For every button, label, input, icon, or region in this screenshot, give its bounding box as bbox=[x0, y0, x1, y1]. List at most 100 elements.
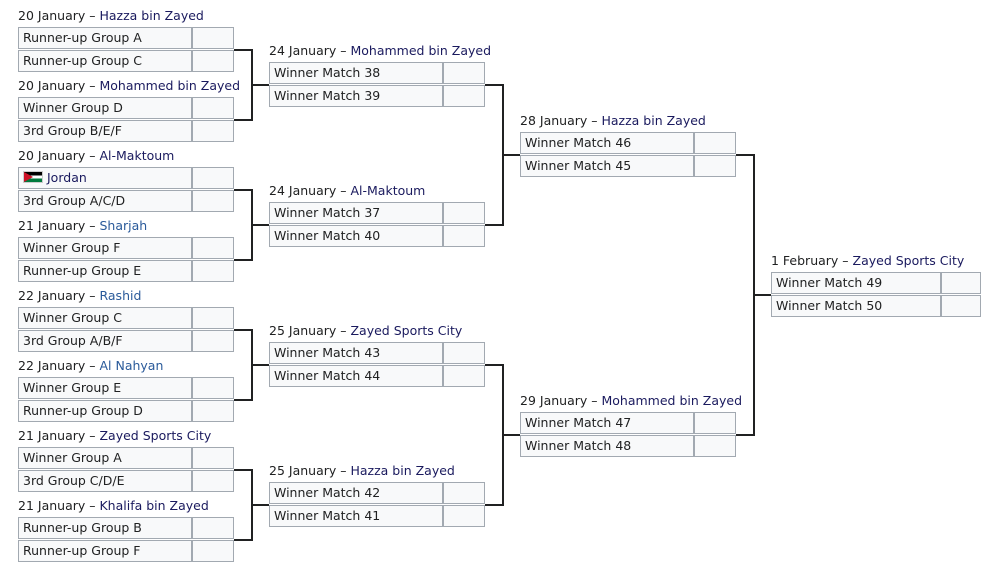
venue-link[interactable]: Zayed Sports City bbox=[99, 428, 212, 443]
venue-link[interactable]: Mohammed bin Zayed bbox=[601, 393, 742, 408]
match-header: 21 January – Zayed Sports City bbox=[18, 427, 211, 445]
connector-line bbox=[485, 363, 504, 366]
score-cell bbox=[192, 400, 234, 422]
team-name: Winner Match 44 bbox=[274, 368, 381, 383]
match-header: 29 January – Mohammed bin Zayed bbox=[520, 392, 742, 410]
team-slot: Runner-up Group C bbox=[18, 50, 192, 72]
score-cell bbox=[192, 447, 234, 469]
match-header: 20 January – Mohammed bin Zayed bbox=[18, 77, 240, 95]
score-cell bbox=[694, 155, 736, 177]
team-slot: Runner-up Group B bbox=[18, 517, 192, 539]
connector-line bbox=[234, 468, 253, 471]
score-cell bbox=[443, 85, 485, 107]
match-header: 1 February – Zayed Sports City bbox=[771, 252, 964, 270]
venue-link[interactable]: Khalifa bin Zayed bbox=[99, 498, 209, 513]
team-name: Winner Match 42 bbox=[274, 485, 381, 500]
connector-line bbox=[736, 433, 755, 436]
team-name: Winner Match 47 bbox=[525, 415, 632, 430]
team-slot: 3rd Group A/C/D bbox=[18, 190, 192, 212]
team-slot: Winner Match 41 bbox=[269, 505, 443, 527]
date-venue-separator: – bbox=[587, 113, 602, 128]
score-cell bbox=[443, 482, 485, 504]
team-name: 3rd Group A/B/F bbox=[23, 333, 123, 348]
match-header: 20 January – Hazza bin Zayed bbox=[18, 7, 204, 25]
match-header: 20 January – Al-Maktoum bbox=[18, 147, 174, 165]
team-name[interactable]: Jordan bbox=[47, 170, 87, 185]
score-cell bbox=[192, 237, 234, 259]
team-name: Runner-up Group D bbox=[23, 403, 143, 418]
connector-line bbox=[502, 433, 520, 436]
connector-line bbox=[234, 118, 253, 121]
venue-link[interactable]: Sharjah bbox=[99, 218, 148, 233]
team-name: Runner-up Group E bbox=[23, 263, 142, 278]
connector-line bbox=[251, 363, 269, 366]
score-cell bbox=[443, 225, 485, 247]
venue-link[interactable]: Zayed Sports City bbox=[852, 253, 965, 268]
score-cell bbox=[192, 120, 234, 142]
score-cell bbox=[192, 517, 234, 539]
match-header: 21 January – Sharjah bbox=[18, 217, 147, 235]
team-slot: Winner Group E bbox=[18, 377, 192, 399]
team-slot: Winner Match 48 bbox=[520, 435, 694, 457]
team-name: Winner Match 45 bbox=[525, 158, 632, 173]
date-venue-separator: – bbox=[587, 393, 602, 408]
team-slot: Winner Match 44 bbox=[269, 365, 443, 387]
match-date: 24 January bbox=[269, 43, 337, 58]
score-cell bbox=[443, 202, 485, 224]
team-slot: 3rd Group B/E/F bbox=[18, 120, 192, 142]
team-name: 3rd Group A/C/D bbox=[23, 193, 126, 208]
score-cell bbox=[192, 260, 234, 282]
match-date: 29 January bbox=[520, 393, 588, 408]
team-name: Winner Match 38 bbox=[274, 65, 381, 80]
team-name: 3rd Group B/E/F bbox=[23, 123, 122, 138]
team-name: Runner-up Group F bbox=[23, 543, 141, 558]
venue-link[interactable]: Mohammed bin Zayed bbox=[350, 43, 491, 58]
connector-line bbox=[251, 223, 269, 226]
team-slot: Winner Match 47 bbox=[520, 412, 694, 434]
date-venue-separator: – bbox=[85, 8, 100, 23]
match-date: 28 January bbox=[520, 113, 588, 128]
team-name: Winner Group E bbox=[23, 380, 122, 395]
score-cell bbox=[443, 62, 485, 84]
team-slot: 3rd Group C/D/E bbox=[18, 470, 192, 492]
team-name: Winner Group A bbox=[23, 450, 122, 465]
match-header: 28 January – Hazza bin Zayed bbox=[520, 112, 706, 130]
team-slot: Winner Match 46 bbox=[520, 132, 694, 154]
team-slot: Runner-up Group E bbox=[18, 260, 192, 282]
connector-line bbox=[234, 328, 253, 331]
score-cell bbox=[694, 435, 736, 457]
score-cell bbox=[694, 132, 736, 154]
date-venue-separator: – bbox=[336, 183, 351, 198]
date-venue-separator: – bbox=[85, 498, 100, 513]
venue-link[interactable]: Hazza bin Zayed bbox=[601, 113, 706, 128]
match-date: 20 January bbox=[18, 148, 86, 163]
team-name: Winner Match 43 bbox=[274, 345, 381, 360]
connector-line bbox=[234, 398, 253, 401]
date-venue-separator: – bbox=[336, 323, 351, 338]
venue-link[interactable]: Rashid bbox=[99, 288, 142, 303]
date-venue-separator: – bbox=[85, 428, 100, 443]
venue-link[interactable]: Zayed Sports City bbox=[350, 323, 463, 338]
score-cell bbox=[443, 365, 485, 387]
match-date: 21 January bbox=[18, 498, 86, 513]
match-date: 25 January bbox=[269, 323, 337, 338]
venue-link[interactable]: Hazza bin Zayed bbox=[99, 8, 204, 23]
date-venue-separator: – bbox=[85, 218, 100, 233]
date-venue-separator: – bbox=[85, 358, 100, 373]
venue-link[interactable]: Mohammed bin Zayed bbox=[99, 78, 240, 93]
team-slot: Winner Match 50 bbox=[771, 295, 941, 317]
team-name: Winner Match 37 bbox=[274, 205, 381, 220]
date-venue-separator: – bbox=[336, 43, 351, 58]
team-name: Winner Match 49 bbox=[776, 275, 883, 290]
venue-link[interactable]: Al-Maktoum bbox=[350, 183, 426, 198]
match-date: 1 February bbox=[771, 253, 839, 268]
team-name: Winner Group D bbox=[23, 100, 123, 115]
venue-link[interactable]: Al Nahyan bbox=[99, 358, 164, 373]
connector-line bbox=[485, 83, 504, 86]
match-header: 24 January – Mohammed bin Zayed bbox=[269, 42, 491, 60]
score-cell bbox=[443, 342, 485, 364]
jordan-flag-icon bbox=[23, 171, 43, 183]
venue-link[interactable]: Hazza bin Zayed bbox=[350, 463, 455, 478]
venue-link[interactable]: Al-Maktoum bbox=[99, 148, 175, 163]
connector-line bbox=[753, 293, 771, 296]
